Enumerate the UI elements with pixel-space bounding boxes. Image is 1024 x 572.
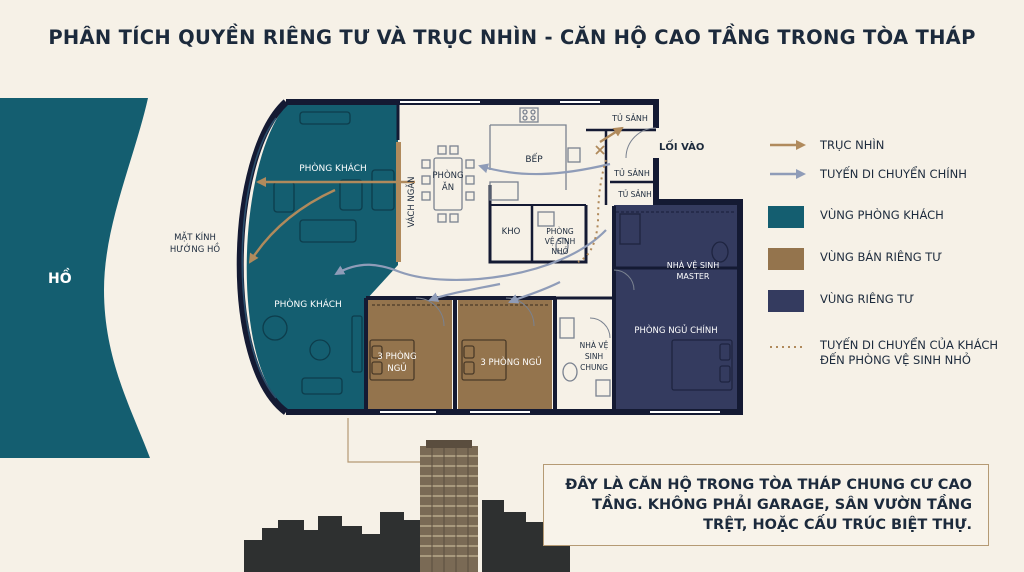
label-storage: KHO (502, 227, 521, 237)
circulation-to-living (334, 229, 607, 282)
label-foyer-cabinet-1: TỦ SẢNH (611, 112, 648, 123)
legend-label: VÙNG PHÒNG KHÁCH (820, 208, 944, 222)
dining-set (421, 145, 475, 223)
legend-semi-private-zone: VÙNG BÁN RIÊNG TƯ (768, 248, 1018, 280)
walls (236, 99, 743, 415)
guest-path-start-mark (595, 145, 605, 155)
label-dining-1: PHÒNG (432, 169, 463, 181)
label-shared-wc-2: SINH (585, 352, 603, 361)
label-small-wc-3: NHỎ (551, 246, 568, 256)
bedroom-furniture (369, 304, 550, 381)
legend-label: VÙNG RIÊNG TƯ (820, 292, 915, 306)
kitchen-fixtures (489, 107, 581, 255)
label-foyer-cabinet-3: TỦ SẢNH (617, 189, 652, 199)
label-kitchen: BẾP (525, 153, 543, 165)
label-foyer-cabinet-2: TỦ SẢNH (613, 167, 650, 178)
lake-label: HỒ (48, 268, 72, 287)
circulation-arrows (334, 162, 611, 304)
zone-semi-private-bedroom-2 (458, 300, 552, 410)
semi-private-zone-swatch (768, 248, 804, 270)
label-dining-2: ĂN (442, 181, 454, 193)
label-shared-wc-3: CHUNG (580, 363, 608, 372)
label-master-wc-2: MASTER (677, 272, 710, 281)
label-shared-wc-1: NHÀ VỆ (580, 341, 609, 350)
label-living-bottom: PHÒNG KHÁCH (274, 298, 342, 310)
sightline-arrows (248, 126, 624, 264)
leader-line (347, 418, 430, 463)
furniture (262, 111, 395, 395)
label-glass-1: MẶT KÍNH (174, 231, 216, 243)
legend-sightline: TRỤC NHÌN (768, 138, 1018, 168)
sightline-to-entry (599, 126, 624, 144)
sightline-curved (248, 188, 336, 264)
label-partition: VÁCH NGĂN (405, 176, 417, 227)
circulation-to-bedroom-1 (428, 282, 501, 302)
label-small-wc-2: VỆ SINH (545, 237, 575, 246)
legend-label: VÙNG BÁN RIÊNG TƯ (820, 250, 943, 264)
tower-building (420, 440, 478, 572)
master-furniture (616, 211, 736, 391)
dotted-path-icon (770, 346, 806, 348)
label-entrance: LỐI VÀO (659, 138, 704, 153)
partition-wall (396, 142, 401, 262)
label-master-bedroom: PHÒNG NGỦ CHÍNH (634, 324, 717, 336)
page-title: PHÂN TÍCH QUYỀN RIÊNG TƯ VÀ TRỤC NHÌN - … (48, 26, 976, 49)
label-bedroom-2: 3 PHÒNG NGỦ (480, 356, 541, 368)
windows (380, 101, 720, 413)
door-swings (415, 127, 657, 339)
guest-path-dotted (577, 159, 607, 263)
label-glass-2: HƯỚNG HỒ (170, 242, 220, 255)
sightline-arrow-icon (770, 140, 806, 150)
lake-area (0, 98, 150, 458)
legend-guest-path: TUYẾN DI CHUYỂN CỦA KHÁCH ĐẾN PHÒNG VỆ S… (768, 338, 1018, 374)
city-skyline (244, 500, 570, 572)
circulation-to-bedroom-2 (508, 281, 561, 304)
circulation-to-kitchen (478, 162, 611, 176)
circulation-arrow-icon (770, 169, 806, 179)
legend-label: TUYẾN DI CHUYỂN CỦA KHÁCH ĐẾN PHÒNG VỆ S… (820, 338, 999, 367)
label-living-top: PHÒNG KHÁCH (299, 162, 367, 174)
living-zone-swatch (768, 206, 804, 228)
label-bedroom-1-line1: 3 PHÒNG (377, 350, 416, 362)
legend-private-zone: VÙNG RIÊNG TƯ (768, 290, 1018, 322)
legend-living-zone: VÙNG PHÒNG KHÁCH (768, 206, 1018, 238)
zone-private (614, 205, 738, 410)
label-small-wc-1: PHÒNG (546, 227, 574, 236)
legend-label: TUYẾN DI CHUYỂN CHÍNH (820, 167, 967, 181)
label-master-wc-1: NHÀ VỆ SINH (667, 259, 720, 271)
private-zone-swatch (768, 290, 804, 312)
legend-circulation: TUYẾN DI CHUYỂN CHÍNH (768, 167, 1018, 197)
note-text: ĐÂY LÀ CĂN HỘ TRONG TÒA THÁP CHUNG CƯ CA… (565, 477, 972, 533)
shared-wc-fixtures (559, 317, 611, 397)
legend-label: TRỤC NHÌN (820, 138, 885, 152)
label-bedroom-1-line2: NGỦ (387, 362, 406, 374)
note-box: ĐÂY LÀ CĂN HỘ TRONG TÒA THÁP CHUNG CƯ CA… (543, 464, 989, 546)
